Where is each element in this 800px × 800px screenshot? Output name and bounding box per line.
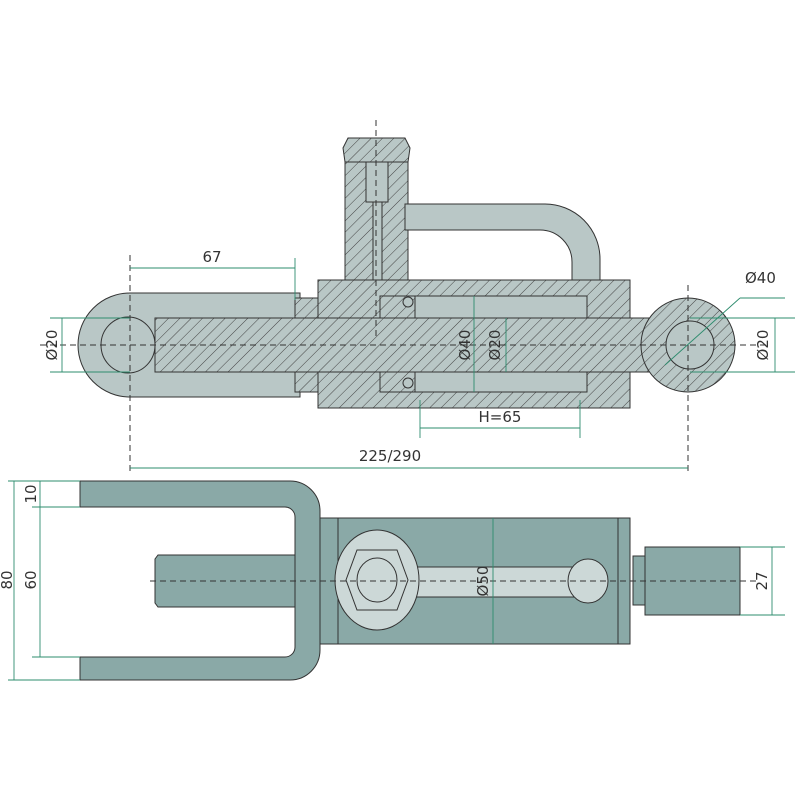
- svg-text:67: 67: [202, 248, 221, 266]
- dimension-right-eye-bore: Ø20: [690, 317, 795, 373]
- svg-text:H=65: H=65: [479, 408, 522, 426]
- svg-text:60: 60: [22, 570, 40, 589]
- seal-upper: [402, 296, 414, 308]
- svg-text:Ø40: Ø40: [745, 269, 776, 287]
- dimension-left-bore: Ø20: [43, 317, 130, 373]
- svg-text:225/290: 225/290: [359, 447, 421, 465]
- svg-text:27: 27: [753, 571, 771, 590]
- pipe-top: [394, 566, 596, 598]
- valve-channel: [365, 161, 389, 203]
- svg-text:Ø20: Ø20: [486, 330, 504, 361]
- top-view: 80 10 60 Ø50 27: [0, 480, 785, 681]
- svg-text:Ø50: Ø50: [474, 566, 492, 597]
- dimension-length: 225/290: [130, 447, 688, 469]
- valve-needle: [372, 201, 383, 281]
- dimension-50: Ø50: [474, 518, 494, 644]
- left-eye-bore: [100, 316, 156, 374]
- pipe-end: [567, 558, 609, 604]
- dimension-10: 10: [22, 481, 80, 508]
- bore-upper: [414, 295, 588, 319]
- dimension-80: 80: [0, 480, 80, 681]
- dimension-rod-20: Ø20: [486, 318, 507, 372]
- svg-text:80: 80: [0, 570, 16, 589]
- dimension-stroke: H=65: [419, 400, 581, 438]
- pipe: [404, 203, 601, 283]
- fork: [79, 480, 321, 681]
- seal-lower: [402, 377, 414, 389]
- dimension-27: 27: [740, 546, 785, 616]
- svg-text:Ø40: Ø40: [456, 330, 474, 361]
- dimension-67: 67: [130, 248, 296, 300]
- svg-text:10: 10: [22, 484, 40, 503]
- nut-center: [356, 557, 398, 603]
- dimension-right-eye-outer: Ø40: [664, 269, 785, 366]
- dimension-60: 60: [22, 507, 80, 658]
- svg-text:Ø20: Ø20: [754, 330, 772, 361]
- svg-text:Ø20: Ø20: [43, 330, 61, 361]
- section-view: 67 Ø20 Ø40 Ø20 Ø40 Ø20: [40, 120, 795, 475]
- dimension-bore-40: Ø40: [456, 296, 475, 392]
- bore-lower: [414, 371, 588, 393]
